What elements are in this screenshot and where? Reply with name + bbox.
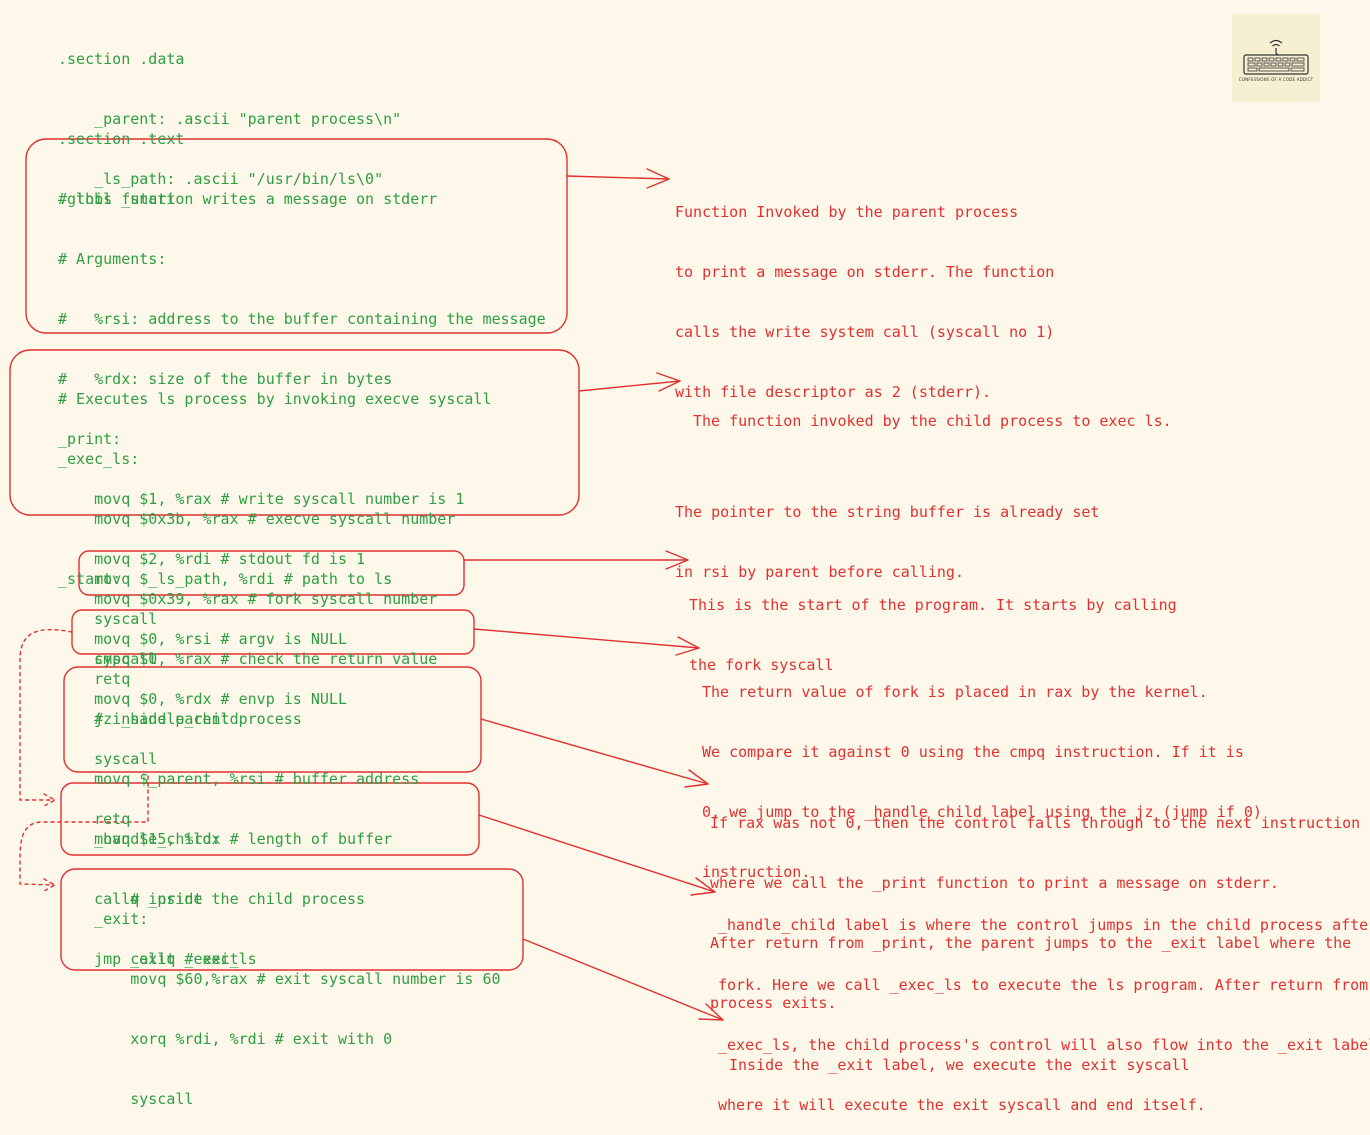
logo-caption: CONFESSIONS OF A CODE ADDICT: [1238, 76, 1314, 82]
code-line: movq $0, %rsi # argv is NULL: [58, 630, 347, 648]
code-line: movq $0, %rdx # envp is NULL: [58, 690, 347, 708]
code-line: _start:: [58, 570, 122, 588]
code-line: movq $0x39, %rax # fork syscall number: [58, 590, 438, 608]
logo: CONFESSIONS OF A CODE ADDICT: [1232, 14, 1320, 102]
code-line: # Executes ls process by invoking execve…: [58, 390, 492, 408]
code-line: movq $0x3b, %rax # execve syscall number: [58, 510, 456, 528]
note-line: where it will execute the exit syscall a…: [718, 1096, 1206, 1114]
code-line: # %rdx: size of the buffer in bytes: [58, 370, 393, 388]
note-line: with file descriptor as 2 (stderr).: [675, 383, 992, 401]
parent-note: If rax was not 0, then the control falls…: [710, 773, 1360, 1033]
jz-jump-dashed-arrow: [19, 629, 73, 807]
code-line: movq $_ls_path, %rdi # path to ls: [58, 570, 393, 588]
note-line: fork. Here we call _exec_ls to execute t…: [718, 976, 1369, 994]
exec-note-arrow: [578, 372, 681, 392]
compare-note-arrow: [473, 628, 700, 656]
code-line: .globl _start: [58, 190, 176, 208]
print-function-note: Function Invoked by the parent process t…: [675, 162, 1099, 602]
note-line: instruction.: [702, 863, 811, 881]
code-line: syscall: [58, 750, 158, 768]
compare-block-code: cmpq $0, %rax # check the return value j…: [58, 609, 437, 749]
note-line: _handle_child label is where the control…: [718, 916, 1370, 934]
note-line: This is the start of the program. It sta…: [689, 596, 1177, 614]
start-note-arrow: [463, 550, 689, 570]
note-line: After return from _print, the parent jum…: [710, 934, 1352, 952]
note-line: The pointer to the string buffer is alre…: [675, 503, 1100, 521]
fork-block-box: [78, 550, 465, 596]
note-line: If rax was not 0, then the control falls…: [710, 814, 1361, 832]
exec-ls-note: The function invoked by the child proces…: [693, 371, 1172, 451]
child-note: _handle_child label is where the control…: [718, 875, 1370, 1135]
child-note-arrow: [478, 814, 716, 896]
jmp-exit-dashed-arrow: [19, 775, 149, 892]
parent-note-arrow: [480, 718, 709, 788]
child-block-code: _handle_child: # inside the child proces…: [58, 789, 365, 989]
keyboard-wifi-icon: [1243, 39, 1309, 75]
code-line: movq $_parent, %rsi # buffer address: [58, 770, 420, 788]
note-line: process exits.: [710, 994, 837, 1012]
exec-ls-function-box: [9, 349, 580, 516]
exit-note-arrow: [522, 938, 724, 1021]
note-line: The return value of fork is placed in ra…: [702, 683, 1208, 701]
exit-block-code: _exit: movq $60,%rax # exit syscall numb…: [58, 869, 501, 1129]
note-line: calls the write system call (syscall no …: [675, 323, 1055, 341]
code-line: # this function writes a message on stde…: [58, 190, 438, 208]
code-line: .section .data: [58, 50, 185, 68]
code-line: syscall: [58, 610, 158, 628]
code-line: .section .text: [58, 130, 185, 148]
start-label: _start:: [58, 529, 121, 609]
data-section-code: .section .data _parent: .ascii "parent p…: [58, 9, 401, 209]
text-section-code: .section .text .globl _start: [58, 89, 184, 229]
note-line: the fork syscall: [689, 656, 834, 674]
note-line: to print a message on stderr. The functi…: [675, 263, 1055, 281]
note-line: where we call the _print function to pri…: [710, 874, 1279, 892]
note-line: 0, we jump to the _handle_child label us…: [702, 803, 1262, 821]
note-line: Inside the _exit label, we execute the e…: [729, 1056, 1190, 1074]
code-line: _exit:: [58, 910, 149, 928]
note-line: We compare it against 0 using the cmpq i…: [702, 743, 1244, 761]
exit-note: Inside the _exit label, we execute the e…: [729, 1015, 1190, 1095]
code-line: retq: [58, 670, 131, 688]
parent-block-code: # inside parent process movq $_parent, %…: [58, 669, 419, 989]
code-line: xorq %rdi, %rdi # exit with 0: [58, 1030, 393, 1048]
code-line: cmpq $0, %rax # check the return value: [58, 650, 438, 668]
code-line: # %rsi: address to the buffer containing…: [58, 310, 546, 328]
code-line: syscall: [58, 1090, 194, 1108]
code-line: movq $2, %rdi # stdout fd is 1: [58, 550, 366, 568]
print-note-arrow: [566, 168, 670, 189]
code-line: jz _handle_child: [58, 710, 239, 728]
fork-block-code: movq $0x39, %rax # fork syscall number s…: [58, 549, 437, 689]
start-note: This is the start of the program. It sta…: [689, 555, 1177, 695]
note-line: The function invoked by the child proces…: [693, 412, 1172, 430]
code-line: retq: [58, 810, 131, 828]
code-line: callq _print: [58, 890, 203, 908]
code-line: _exec_ls:: [58, 450, 140, 468]
print-function-code: # this function writes a message on stde…: [58, 149, 546, 709]
code-line: movq $60,%rax # exit syscall number is 6…: [58, 970, 501, 988]
print-function-box: [25, 138, 568, 334]
code-line: _print:: [58, 430, 122, 448]
exec-ls-function-code: # Executes ls process by invoking execve…: [58, 349, 491, 849]
child-block-box: [60, 782, 480, 856]
code-line: movq $1, %rax # write syscall number is …: [58, 490, 465, 508]
code-line: # inside the child process: [58, 890, 366, 908]
code-line: _ls_path: .ascii "/usr/bin/ls\0": [58, 170, 384, 188]
code-line: syscall: [58, 650, 158, 668]
exit-block-box: [60, 868, 524, 971]
code-line: # Arguments:: [58, 250, 167, 268]
code-line: _handle_child:: [58, 830, 221, 848]
code-line: _parent: .ascii "parent process\n": [58, 110, 402, 128]
note-line: Function Invoked by the parent process: [675, 203, 1019, 221]
note-line: in rsi by parent before calling.: [675, 563, 964, 581]
code-line: movq $15, %rdx # length of buffer: [58, 830, 393, 848]
diagram-overlay: [9, 138, 724, 1021]
compare-note: The return value of fork is placed in ra…: [702, 642, 1262, 902]
code-line: jmp _exit # exit: [58, 950, 239, 968]
code-line: callq _exec_ls: [58, 950, 257, 968]
code-line: # inside parent process: [58, 710, 302, 728]
